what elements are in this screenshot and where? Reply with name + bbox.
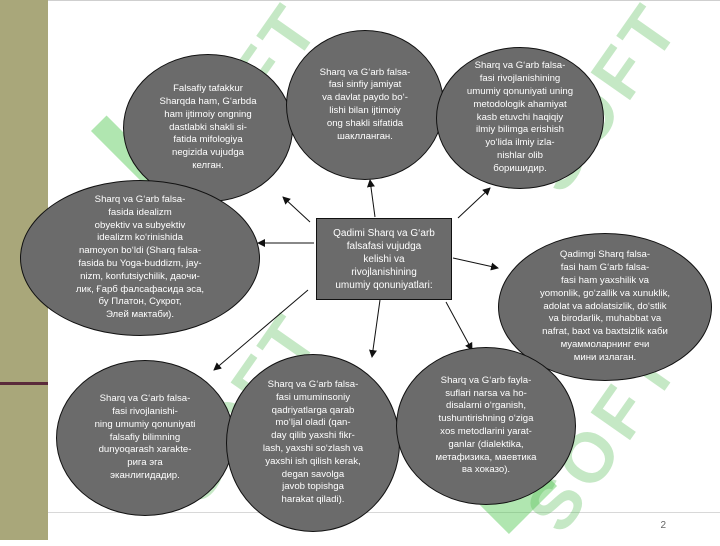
arrow-to-n7 xyxy=(369,299,381,358)
bottom-divider xyxy=(48,512,720,513)
node-idealism: Sharq va G‘arb falsa- fasida idealizm ob… xyxy=(20,180,260,336)
node-text: Sharq va G‘arb falsa- fasi umuminsoniy q… xyxy=(262,379,364,506)
node-methods: Sharq va G‘arb fayla- suflari narsa va h… xyxy=(396,347,576,505)
node-methodology: Sharq va G‘arb falsa- fasi rivojlanishin… xyxy=(436,47,604,189)
arrow-to-n6 xyxy=(213,289,309,371)
arrow-to-n5 xyxy=(452,257,499,271)
center-box: Qadimi Sharq va G‘arb falsafasi vujudga … xyxy=(316,218,452,300)
center-text: Qadimi Sharq va G‘arb falsafasi vujudga … xyxy=(333,227,435,291)
node-text: Sharq va G‘arb falsa- fasi sinfiy jamiya… xyxy=(319,66,411,142)
node-mythology: Falsafiy tafakkur Sharqda ham, G‘arbda h… xyxy=(123,54,293,202)
top-divider xyxy=(48,0,720,1)
node-ethics: Qadimgi Sharq falsa- fasi ham G‘arb fals… xyxy=(498,233,712,381)
node-text: Sharq va G‘arb falsa- fasi rivojlanishi-… xyxy=(94,393,196,481)
node-text: Sharq va G‘arb fayla- suflari narsa va h… xyxy=(435,374,537,476)
arrow-to-n2 xyxy=(366,179,376,218)
node-text: Qadimgi Sharq falsa- fasi ham G‘arb fals… xyxy=(539,249,671,363)
node-text: Sharq va G‘arb falsa- fasi rivojlanishin… xyxy=(466,60,574,174)
arrow-to-n8 xyxy=(445,301,473,351)
arrow-to-n1 xyxy=(282,196,311,223)
page-number: 2 xyxy=(660,520,666,531)
node-class-society: Sharq va G‘arb falsa- fasi sinfiy jamiya… xyxy=(286,30,444,180)
node-universal-values: Sharq va G‘arb falsa- fasi umuminsoniy q… xyxy=(226,354,400,532)
node-text: Falsafiy tafakkur Sharqda ham, G‘arbda h… xyxy=(159,83,257,171)
node-worldview: Sharq va G‘arb falsa- fasi rivojlanishi-… xyxy=(56,360,234,516)
node-text: Sharq va G‘arb falsa- fasida idealizm ob… xyxy=(75,194,205,321)
sidebar-accent-line xyxy=(0,382,48,385)
arrow-to-n3 xyxy=(457,187,491,219)
